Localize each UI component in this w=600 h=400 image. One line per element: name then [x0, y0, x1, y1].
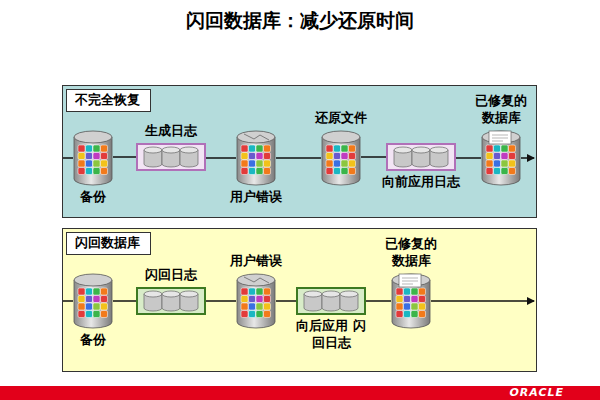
- timeline-connector: [206, 300, 236, 302]
- footer-bar: ORACLE: [0, 386, 600, 400]
- log-files: [386, 143, 456, 171]
- database-node: 备份: [73, 273, 113, 329]
- database-node: 备份: [73, 130, 113, 186]
- database-node: 已修复的 数据库: [481, 130, 521, 186]
- database-node: 用户错误: [236, 130, 276, 186]
- timeline-connector: [113, 156, 136, 158]
- timeline-connector: [456, 157, 481, 159]
- timeline-connector: [206, 157, 236, 159]
- panel-heading: 闪回数据库: [66, 232, 151, 255]
- node-label: 向前应用日志: [382, 174, 460, 191]
- node-label: 向后应用 闪回日志: [296, 318, 366, 352]
- database-cylinder: [73, 273, 113, 329]
- node-label: 生成日志: [145, 123, 197, 140]
- timeline-line: [63, 157, 73, 159]
- scenario-panel: 不完全恢复备份生成日志用户错误还原文件向前应用日志已修复的 数据库: [62, 85, 537, 218]
- node-label: 还原文件: [315, 110, 367, 127]
- node-label: 备份: [80, 332, 106, 349]
- node-label: 闪回日志: [145, 267, 197, 284]
- timeline-line: [521, 157, 534, 159]
- log-node: 向后应用 闪回日志: [296, 287, 366, 315]
- timeline-line: [431, 300, 534, 302]
- diagram-title: 闪回数据库：减少还原时间: [0, 8, 600, 34]
- database-cylinder: [236, 130, 276, 186]
- database-node: 还原文件: [321, 130, 361, 186]
- timeline-line: [63, 300, 73, 302]
- log-files: [136, 143, 206, 171]
- panel-heading: 不完全恢复: [66, 89, 151, 112]
- log-node: 生成日志: [136, 143, 206, 171]
- database-cylinder: [481, 130, 521, 186]
- node-label: 已修复的 数据库: [469, 93, 533, 127]
- log-node: 向前应用日志: [386, 143, 456, 171]
- node-label: 已修复的 数据库: [379, 236, 443, 270]
- database-cylinder: [236, 273, 276, 329]
- logo-text: ORACLE: [509, 386, 564, 400]
- timeline-connector: [361, 156, 386, 158]
- node-label: 用户错误: [230, 189, 282, 206]
- log-files: [136, 287, 206, 315]
- database-cylinder: [391, 273, 431, 329]
- database-cylinder: [73, 130, 113, 186]
- database-node: 用户错误: [236, 273, 276, 329]
- scenario-panel: 闪回数据库备份闪回日志用户错误向后应用 闪回日志已修复的 数据库: [62, 228, 537, 372]
- timeline-connector: [276, 157, 321, 159]
- log-files: [296, 287, 366, 315]
- log-node: 闪回日志: [136, 287, 206, 315]
- node-label: 备份: [80, 189, 106, 206]
- node-label: 用户错误: [230, 253, 282, 270]
- database-cylinder: [321, 130, 361, 186]
- timeline-connector: [113, 300, 136, 302]
- database-node: 已修复的 数据库: [391, 273, 431, 329]
- timeline-connector: [366, 300, 391, 302]
- timeline-connector: [276, 300, 296, 302]
